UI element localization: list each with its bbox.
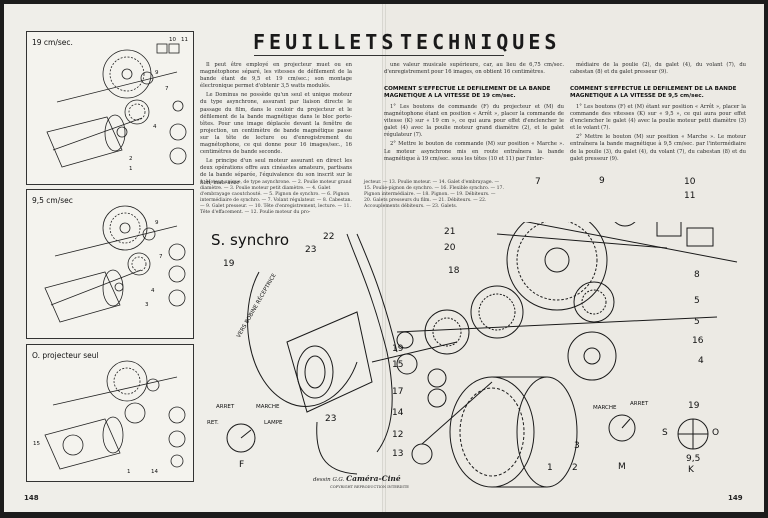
control-k-s: S (662, 428, 668, 438)
part-number: 17 (392, 387, 404, 397)
part-number: 13 (392, 449, 404, 459)
part-number: 22 (323, 232, 335, 242)
control-k-o: O (712, 428, 720, 438)
synchro-label: S. synchro (211, 231, 290, 249)
part-number: 11 (181, 37, 188, 43)
part-number: 9 (155, 220, 159, 226)
part-number: 20 (444, 243, 456, 253)
part-number: 3 (574, 441, 580, 451)
control-k-9-5: 9,5 (686, 454, 701, 464)
part-number: 14 (392, 408, 404, 418)
heading-19cm: COMMENT S'EFFECTUE LE DEFILEMENT DE LA B… (384, 86, 551, 99)
part-number: 18 (448, 266, 460, 276)
credit-signature: G.G. (332, 477, 345, 483)
part-number: 15 (33, 441, 40, 447)
control-k-19: 19 (688, 401, 700, 411)
part-number: 7 (165, 86, 169, 92)
middle-text-column: une valeur musicale supérieure, car, au … (384, 62, 564, 78)
title-underline (254, 55, 504, 56)
part-number: 2 (572, 463, 578, 473)
control-m-letter[interactable]: M (618, 462, 626, 472)
control-f-marche: MARCHE (256, 404, 280, 410)
control-f-arret: ARRET (216, 404, 235, 410)
diagram-9-5cm: 9,5 cm/sec 9 7 4 3 (26, 189, 194, 339)
mechanism-drawing-projector (44, 360, 186, 470)
part-number: 12 (392, 430, 404, 440)
part-number: 5 (694, 296, 700, 306)
part-number: 4 (153, 124, 157, 130)
part-number: 23 (305, 245, 317, 255)
part-number: 8 (694, 270, 700, 280)
credit-brand: Caméra-Ciné (346, 474, 401, 483)
part-number: 1 (547, 463, 553, 473)
paragraph: 1° Les boutons de commande (F) du projec… (384, 104, 564, 139)
part-number: 11 (684, 191, 696, 201)
paragraph: Il peut être employé en projecteur muet … (200, 62, 352, 90)
control-k-letter[interactable]: K (688, 465, 694, 475)
credit-sub: COPYRIGHT REPRODUCTION INTERDITE (330, 485, 409, 489)
part-number: 16 (692, 336, 704, 346)
section-19cm-text: 1° Les boutons de commande (F) du projec… (384, 104, 564, 165)
mode-label-9-5: 9,5 cm/sec (32, 196, 73, 205)
page-gutter (382, 4, 386, 512)
part-number: 10 (684, 177, 696, 187)
control-f-ret: RET. (207, 420, 219, 426)
part-number: 4 (698, 356, 704, 366)
paragraph: 2° Mettre le bouton de commande (M) sur … (384, 141, 564, 162)
part-number: 9 (155, 70, 159, 76)
mechanism-drawing-19 (46, 43, 187, 168)
part-number: 3 (145, 302, 149, 308)
right-text-column: médiaire de la poulie (2), du galet (4),… (570, 62, 746, 78)
part-number: 14 (151, 469, 158, 475)
part-number: 1 (129, 166, 133, 172)
part-number: 7 (535, 177, 541, 187)
main-exploded-drawing (197, 197, 757, 494)
heading-9-5cm: COMMENT S'EFFECTUE LE DEFILEMENT DE LA B… (570, 86, 737, 99)
credit-prefix: dessin (313, 477, 331, 483)
section-9-5cm-text: 1° Les boutons (F) et (M) étant sur posi… (570, 104, 746, 165)
part-number: 21 (444, 227, 456, 237)
part-number: 2 (129, 156, 133, 162)
title-techniques: TECHNIQUES (400, 30, 561, 54)
part-number: 1 (127, 469, 131, 475)
main-mechanism-svg (226, 197, 738, 488)
control-m-arret: ARRET (630, 401, 649, 407)
page-number-left: 148 (24, 494, 39, 502)
credit-line: dessin G.G. Caméra-Ciné (313, 474, 401, 483)
part-number: 4 (151, 288, 155, 294)
left-text-column: Il peut être employé en projecteur muet … (200, 62, 352, 189)
paragraph: 1° Les boutons (F) et (M) étant sur posi… (570, 104, 746, 132)
legend-left: 1. Moteur unique, de type asynchrone. — … (200, 180, 352, 216)
mechanism-drawing-9-5 (44, 205, 186, 323)
control-f-letter[interactable]: F (239, 460, 245, 470)
right-page (384, 4, 764, 512)
control-m-marche: MARCHE (593, 405, 617, 411)
diagram-19cm: 19 cm/sec. 10 11 9 7 4 2 1 (26, 31, 194, 185)
part-number: 19 (223, 259, 235, 269)
part-number: 9 (599, 176, 605, 186)
part-number: 5 (694, 317, 700, 327)
diagram-projector-only: O. projecteur seul 15 1 14 (26, 344, 194, 482)
mode-label-projector: O. projecteur seul (32, 351, 99, 360)
control-f-lampe: LAMPE (264, 420, 283, 426)
paragraph: Le principe d'un seul moteur assurant en… (200, 158, 352, 186)
paragraph: une valeur musicale supérieure, car, au … (384, 62, 564, 76)
page-number-right: 149 (728, 494, 743, 502)
part-number: 7 (159, 254, 163, 260)
paragraph: médiaire de la poulie (2), du galet (4),… (570, 62, 746, 76)
part-number: 19 (392, 344, 404, 354)
part-number: 15 (392, 360, 404, 370)
part-number: 10 (169, 37, 176, 43)
mode-label-19: 19 cm/sec. (32, 38, 73, 47)
legend-right: jecteur. — 13. Poulie moteur. — 14. Gale… (364, 180, 504, 210)
part-number: 23 (325, 414, 337, 424)
paragraph: 2° Mettre le bouton (M) sur position « M… (570, 134, 746, 162)
paragraph: Le Dominus ne possède qu'un seul et uniq… (200, 92, 352, 156)
title-feuillets: FEUILLETS (253, 30, 398, 54)
